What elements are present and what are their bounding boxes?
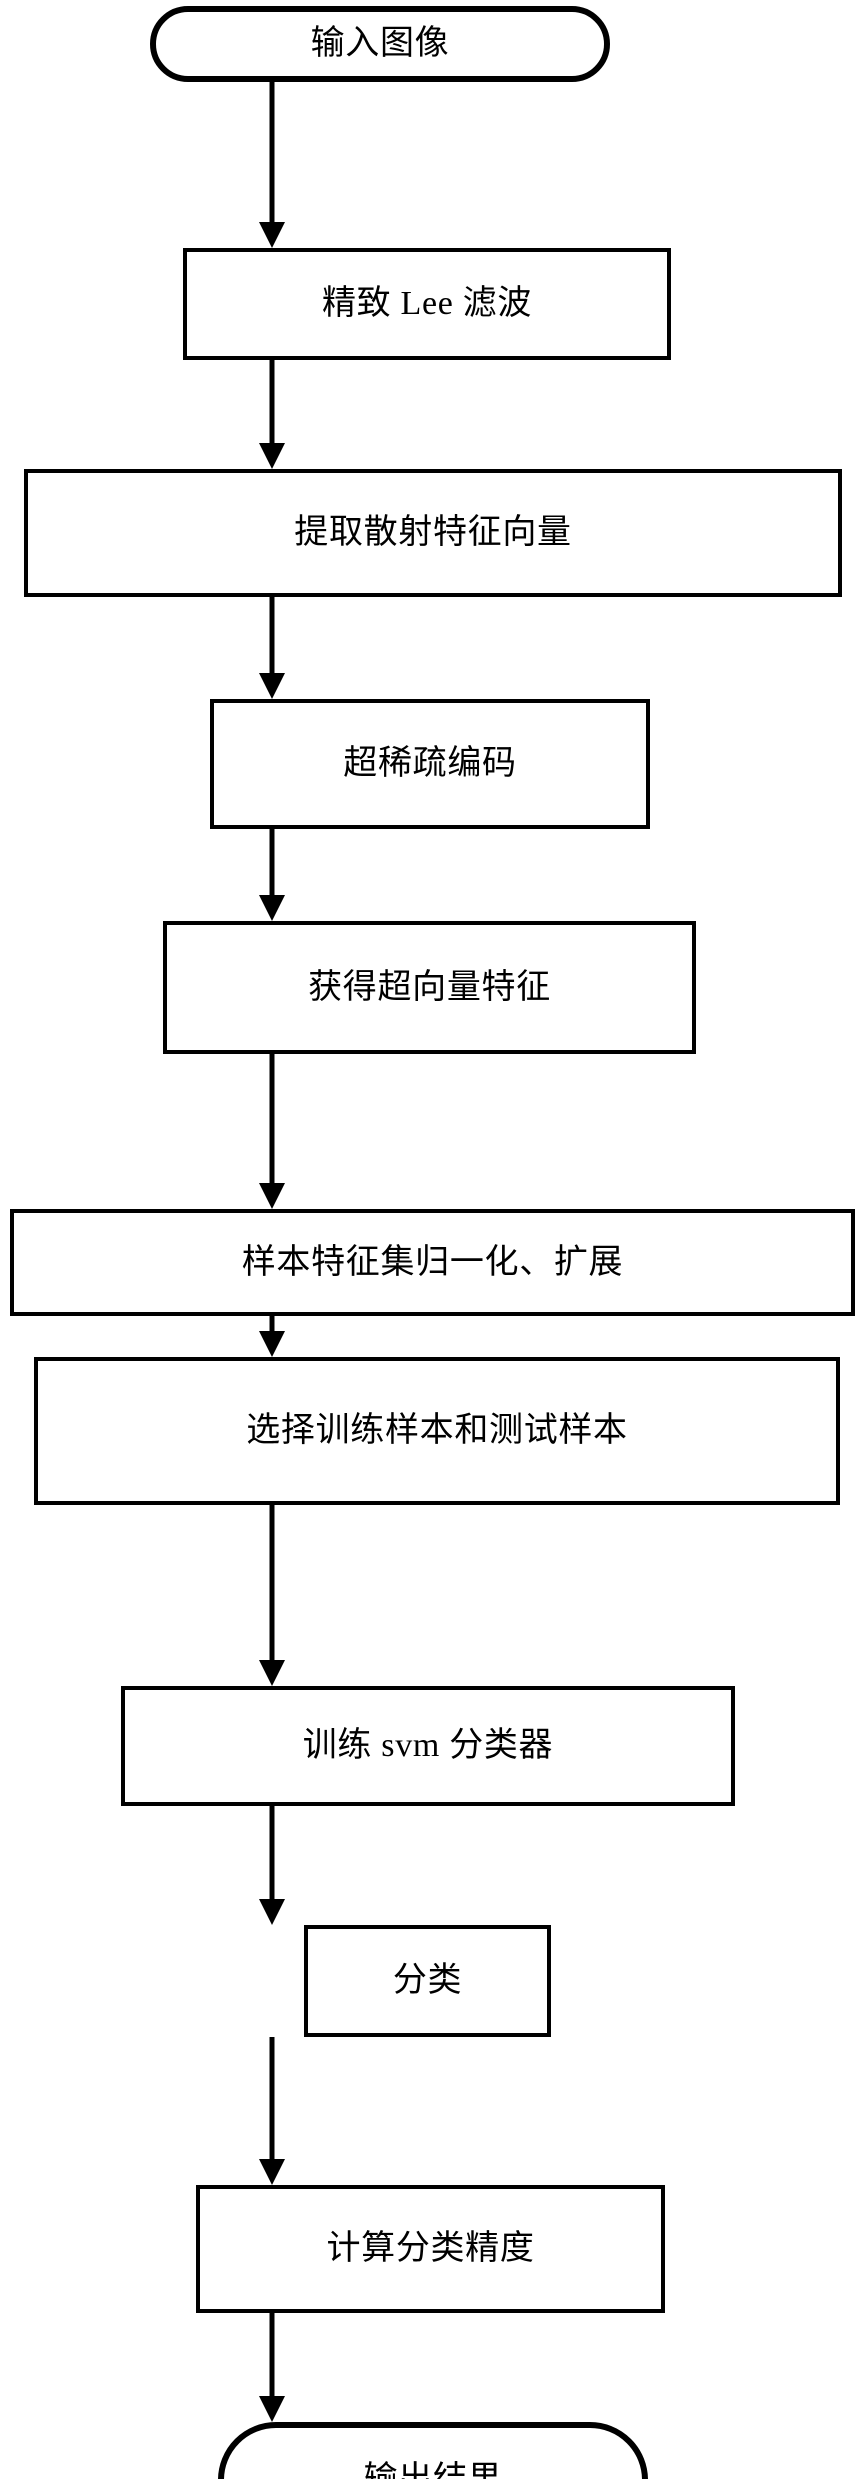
flow-node-classify[interactable]: 分类 (304, 1925, 551, 2037)
flow-arrow-6 (252, 1316, 292, 1357)
flow-node-label-obtain-supervector-features: 获得超向量特征 (308, 968, 551, 1006)
flow-arrow-4 (252, 829, 292, 921)
flow-node-label-train-svm-classifier: 训练 svm 分类器 (302, 1727, 554, 1765)
flow-node-label-classify: 分类 (392, 1962, 463, 2000)
flow-node-hyper-sparse-coding[interactable]: 超稀疏编码 (210, 699, 650, 829)
flow-node-label-compute-classification-accuracy: 计算分类精度 (326, 2230, 535, 2268)
flow-node-normalize-expand-feature-set[interactable]: 样本特征集归一化、扩展 (10, 1209, 855, 1316)
flow-node-obtain-supervector-features[interactable]: 获得超向量特征 (163, 921, 696, 1054)
flow-arrow-7 (252, 1505, 292, 1686)
flow-node-label-output-result: 输出结果 (364, 2461, 503, 2479)
flow-arrow-1 (252, 82, 292, 248)
flow-arrow-9 (252, 2037, 292, 2185)
flow-node-select-train-test-samples[interactable]: 选择训练样本和测试样本 (34, 1357, 840, 1505)
flow-arrow-2 (252, 360, 292, 469)
flow-arrow-10 (252, 2313, 292, 2422)
flow-node-refined-lee-filter[interactable]: 精致 Lee 滤波 (183, 248, 671, 360)
flow-node-label-input-image: 输入图像 (310, 25, 450, 63)
flow-node-output-result[interactable]: 输出结果 (218, 2422, 648, 2479)
flow-node-extract-scattering-feature-vector[interactable]: 提取散射特征向量 (24, 469, 842, 597)
flow-node-input-image[interactable]: 输入图像 (150, 6, 610, 82)
flow-node-compute-classification-accuracy[interactable]: 计算分类精度 (196, 2185, 665, 2313)
flow-node-label-select-train-test-samples: 选择训练样本和测试样本 (246, 1412, 628, 1450)
flow-node-label-refined-lee-filter: 精致 Lee 滤波 (321, 285, 533, 323)
flow-node-train-svm-classifier[interactable]: 训练 svm 分类器 (121, 1686, 735, 1806)
flow-node-label-extract-scattering-feature-vector: 提取散射特征向量 (294, 514, 572, 552)
flow-node-label-normalize-expand-feature-set: 样本特征集归一化、扩展 (241, 1243, 624, 1281)
flow-arrow-3 (252, 597, 292, 699)
flow-arrow-8 (252, 1806, 292, 1925)
flow-node-label-hyper-sparse-coding: 超稀疏编码 (343, 745, 517, 783)
flow-arrow-5 (252, 1054, 292, 1209)
